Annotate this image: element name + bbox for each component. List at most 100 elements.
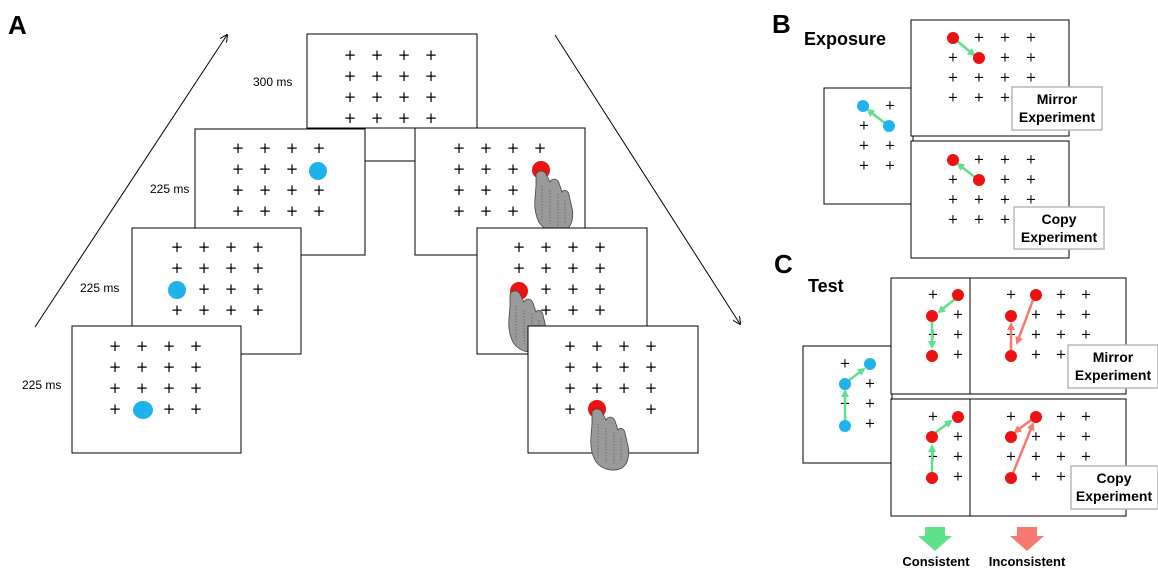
plus-marker: +: [371, 67, 384, 85]
plus-marker: +: [1031, 430, 1042, 445]
panel-letter-c: C: [774, 249, 793, 279]
plus-marker: +: [974, 213, 985, 228]
time-label-225-a: 225 ms: [150, 182, 189, 196]
plus-marker: +: [425, 88, 438, 106]
plus-marker: +: [171, 238, 184, 256]
plus-marker: +: [1056, 410, 1067, 425]
plus-marker: +: [591, 337, 604, 355]
grid-exposure-mirror: ++++++++++++++: [948, 31, 1037, 106]
plus-marker: +: [136, 337, 149, 355]
plus-marker: +: [232, 139, 245, 157]
plus-marker: +: [480, 202, 493, 220]
plus-marker: +: [1006, 288, 1017, 303]
plus-marker: +: [1026, 193, 1037, 208]
plus-marker: +: [594, 259, 607, 277]
plus-marker: +: [259, 202, 272, 220]
copy-label-l1: Copy: [1042, 211, 1077, 227]
plus-marker: +: [1056, 348, 1067, 363]
plus-marker: +: [1056, 430, 1067, 445]
plus-marker: +: [567, 280, 580, 298]
consistent-arrow: [934, 419, 953, 434]
plus-marker: +: [1026, 71, 1037, 86]
demo-dot: [864, 358, 876, 370]
plus-marker: +: [1000, 173, 1011, 188]
plus-marker: +: [594, 280, 607, 298]
response-dot: [952, 411, 964, 423]
plus-marker: +: [953, 308, 964, 323]
plus-marker: +: [259, 160, 272, 178]
plus-marker: +: [252, 238, 265, 256]
plus-marker: +: [1031, 328, 1042, 343]
plus-marker: +: [344, 109, 357, 127]
plus-marker: +: [198, 259, 211, 277]
test-copy-label-l2: Experiment: [1076, 488, 1153, 504]
plus-marker: +: [1056, 470, 1067, 485]
plus-marker: +: [190, 358, 203, 376]
plus-marker: +: [1081, 410, 1092, 425]
test-copy-label-l1: Copy: [1097, 470, 1132, 486]
plus-marker: +: [534, 139, 547, 157]
mirror-label-l1: Mirror: [1037, 91, 1078, 107]
plus-marker: +: [974, 91, 985, 106]
mirror-label-box: [1011, 86, 1103, 131]
plus-marker: +: [286, 181, 299, 199]
demo-dot: [857, 100, 869, 112]
plus-marker: +: [453, 139, 466, 157]
grid-test-copy-inconsistent: +++++++++++++: [1006, 410, 1092, 485]
plus-marker: +: [232, 202, 245, 220]
plus-marker: +: [953, 450, 964, 465]
response-dot: [947, 32, 959, 44]
plus-marker: +: [974, 193, 985, 208]
response-dot: [1005, 350, 1017, 362]
plus-marker: +: [507, 160, 520, 178]
plus-marker: +: [567, 259, 580, 277]
plus-marker: +: [948, 71, 959, 86]
response-dot: [1030, 289, 1042, 301]
response-dot: [1030, 411, 1042, 423]
plus-marker: +: [371, 109, 384, 127]
demo-arrow: [847, 367, 866, 382]
demo-dot: [839, 378, 851, 390]
plus-marker: +: [540, 280, 553, 298]
time-label-300: 300 ms: [253, 75, 292, 89]
copy-arrow: [956, 162, 977, 179]
response-dot: [926, 472, 938, 484]
legend-inconsistent: Inconsistent: [989, 554, 1066, 569]
plus-marker: +: [252, 259, 265, 277]
plus-marker: +: [252, 280, 265, 298]
plus-marker: +: [1000, 91, 1011, 106]
plus-marker: +: [480, 181, 493, 199]
response-dot: [1005, 431, 1017, 443]
plus-marker: +: [885, 159, 896, 174]
plus-marker: +: [136, 358, 149, 376]
consistent-legend-arrow: [918, 527, 952, 551]
plus-marker: +: [190, 337, 203, 355]
inconsistent-arrow: [1015, 299, 1035, 345]
plus-marker: +: [286, 160, 299, 178]
grid-stim-2: +++++++++++++++: [171, 238, 265, 319]
plus-marker: +: [618, 358, 631, 376]
demo-dot: [839, 420, 851, 432]
plus-marker: +: [225, 280, 238, 298]
plus-marker: +: [398, 109, 411, 127]
response-dot: [926, 350, 938, 362]
response-dot: [926, 431, 938, 443]
plus-marker: +: [1031, 308, 1042, 323]
hand-touch-icon: [590, 408, 630, 471]
plus-marker: +: [1000, 71, 1011, 86]
plus-marker: +: [252, 301, 265, 319]
plus-marker: +: [513, 259, 526, 277]
plus-marker: +: [974, 31, 985, 46]
plus-marker: +: [1081, 288, 1092, 303]
plus-marker: +: [865, 417, 876, 432]
response-dot: [952, 289, 964, 301]
plus-marker: +: [540, 238, 553, 256]
stimulus-dot: [133, 401, 153, 419]
plus-marker: +: [109, 337, 122, 355]
plus-marker: +: [885, 139, 896, 154]
demo-dot: [883, 120, 895, 132]
plus-marker: +: [1026, 51, 1037, 66]
hand-touch-icon: [534, 170, 574, 233]
plus-marker: +: [885, 99, 896, 114]
plus-marker: +: [594, 238, 607, 256]
